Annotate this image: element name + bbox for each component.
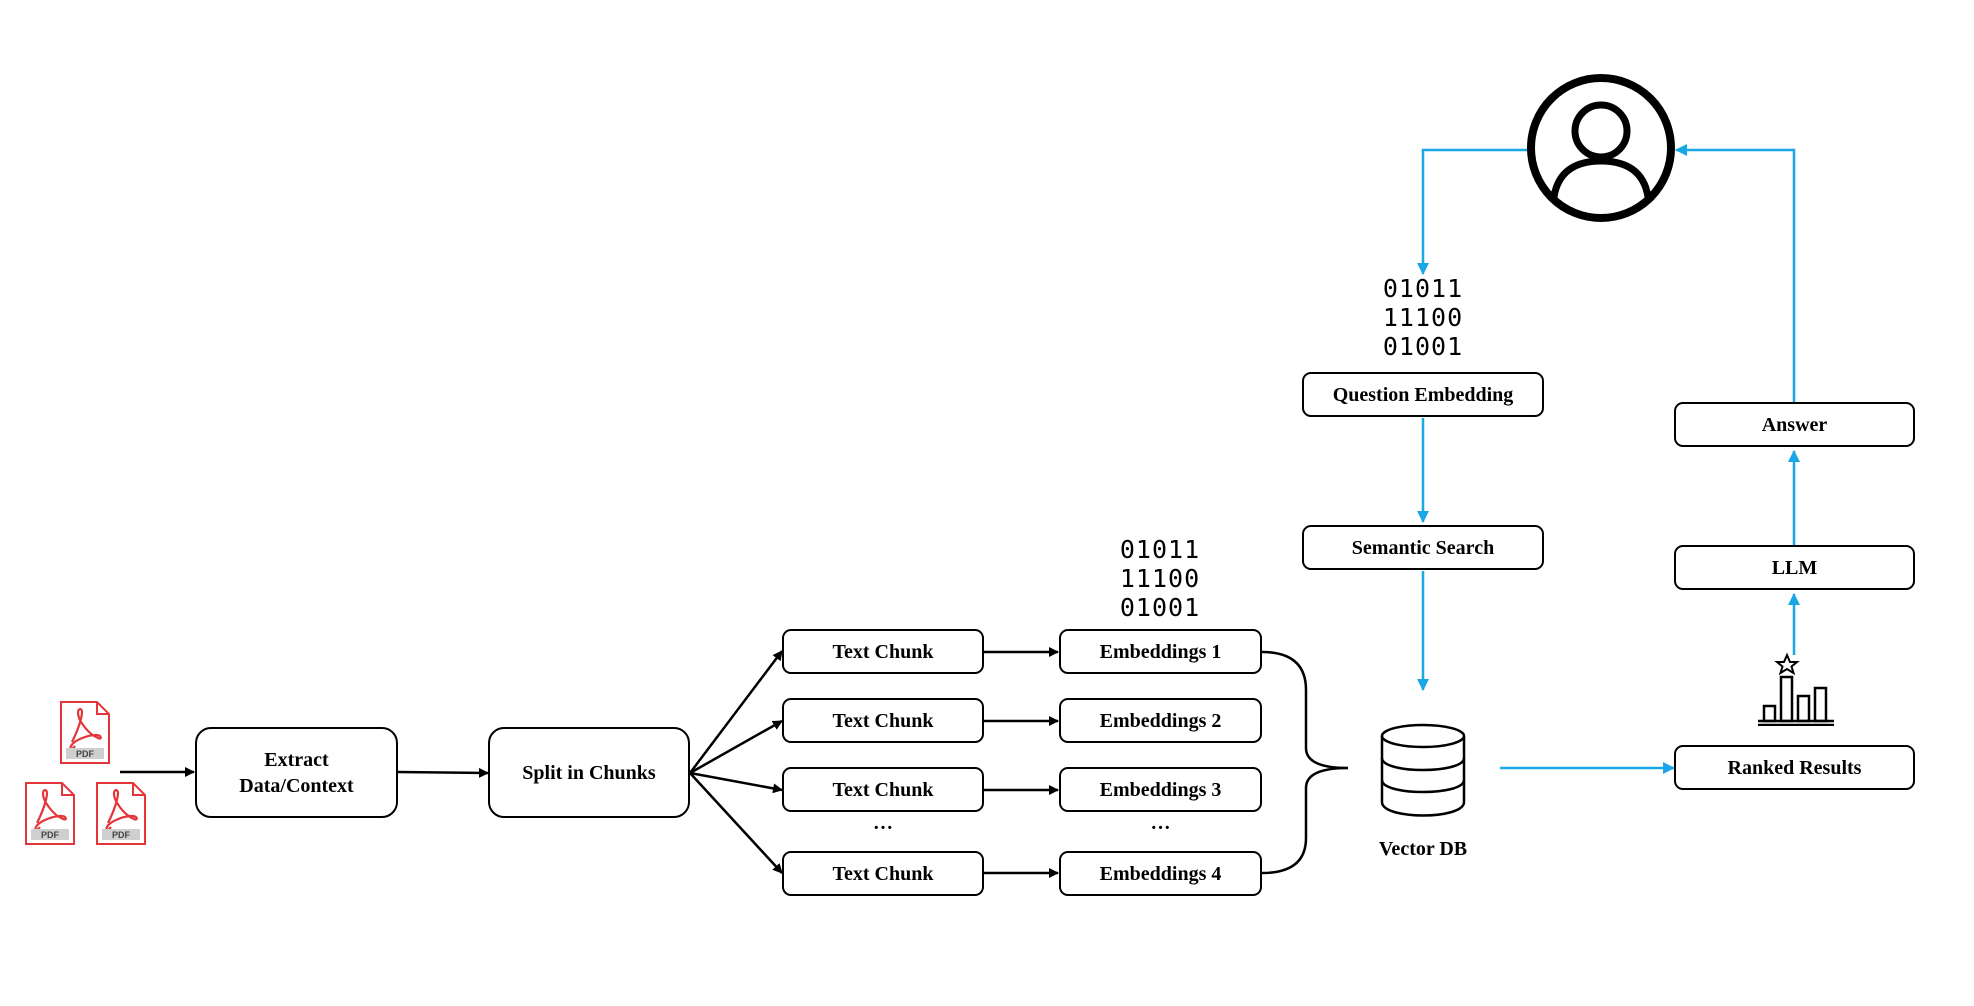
answer-node: Answer [1674,402,1915,447]
embeddings-4: Embeddings 4 [1059,851,1262,896]
user-avatar-icon [1527,74,1675,222]
text-chunk-2: Text Chunk [782,698,984,743]
embeddings-binary-icon: 01011 11100 01001 [1119,535,1201,622]
arrow-user-to-question [1417,148,1528,275]
embeddings-3: Embeddings 3 [1059,767,1262,812]
ellipsis-embeddings: … [1150,812,1171,834]
pdf-file-icon: PDF [25,782,75,845]
pdf-file-icon: PDF [96,782,146,845]
arrow-split-to-chunk3 [689,771,783,794]
llm-node: LLM [1674,545,1915,590]
embeddings-1: Embeddings 1 [1059,629,1262,674]
database-icon [1380,723,1466,817]
arrow-split-to-chunk1 [689,650,783,774]
text-chunk-3: Text Chunk [782,767,984,812]
extract-node: Extract Data/Context [195,727,398,818]
arrow-answer-to-user [1675,144,1796,402]
pdf-badge-label: PDF [112,830,131,840]
arrow-split-to-chunk2 [689,719,783,775]
pdf-badge-label: PDF [76,749,95,759]
split-node: Split in Chunks [488,727,690,818]
question-embedding-node: Question Embedding [1302,372,1544,417]
ranking-chart-icon [1758,652,1834,726]
embeddings-brace [1261,650,1349,875]
arrow-extract-to-split [397,767,489,778]
pdf-file-icon: PDF [60,701,110,764]
pdf-badge-label: PDF [41,830,60,840]
arrow-split-to-chunk4 [689,772,783,874]
question-binary-icon: 01011 11100 01001 [1382,274,1464,361]
text-chunk-1: Text Chunk [782,629,984,674]
vector-db-label: Vector DB [1378,838,1468,860]
text-chunk-4: Text Chunk [782,851,984,896]
ellipsis-chunks: … [873,812,893,834]
ranked-results-node: Ranked Results [1674,745,1915,790]
semantic-search-node: Semantic Search [1302,525,1544,570]
embeddings-2: Embeddings 2 [1059,698,1262,743]
